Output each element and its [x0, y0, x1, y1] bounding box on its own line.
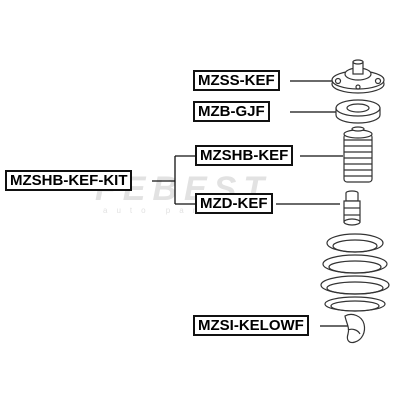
bump-stop-part: [343, 190, 361, 226]
spring-insulator-part: [344, 313, 366, 344]
strut-mount-part: [331, 59, 385, 94]
label-mzshb-kef-kit: MZSHB-KEF-KIT: [5, 170, 133, 191]
boot-part: [343, 126, 373, 183]
label-mzd-kef: MZD-KEF: [195, 193, 273, 214]
label-mzss-kef: MZSS-KEF: [193, 70, 280, 91]
label-mzshb-kef: MZSHB-KEF: [195, 145, 294, 166]
label-mzsi-kelowf: MZSI-KELOWF: [193, 315, 309, 336]
coil-spring-part: [320, 233, 390, 312]
bearing-part: [335, 99, 381, 124]
label-mzb-gjf: MZB-GJF: [193, 101, 270, 122]
